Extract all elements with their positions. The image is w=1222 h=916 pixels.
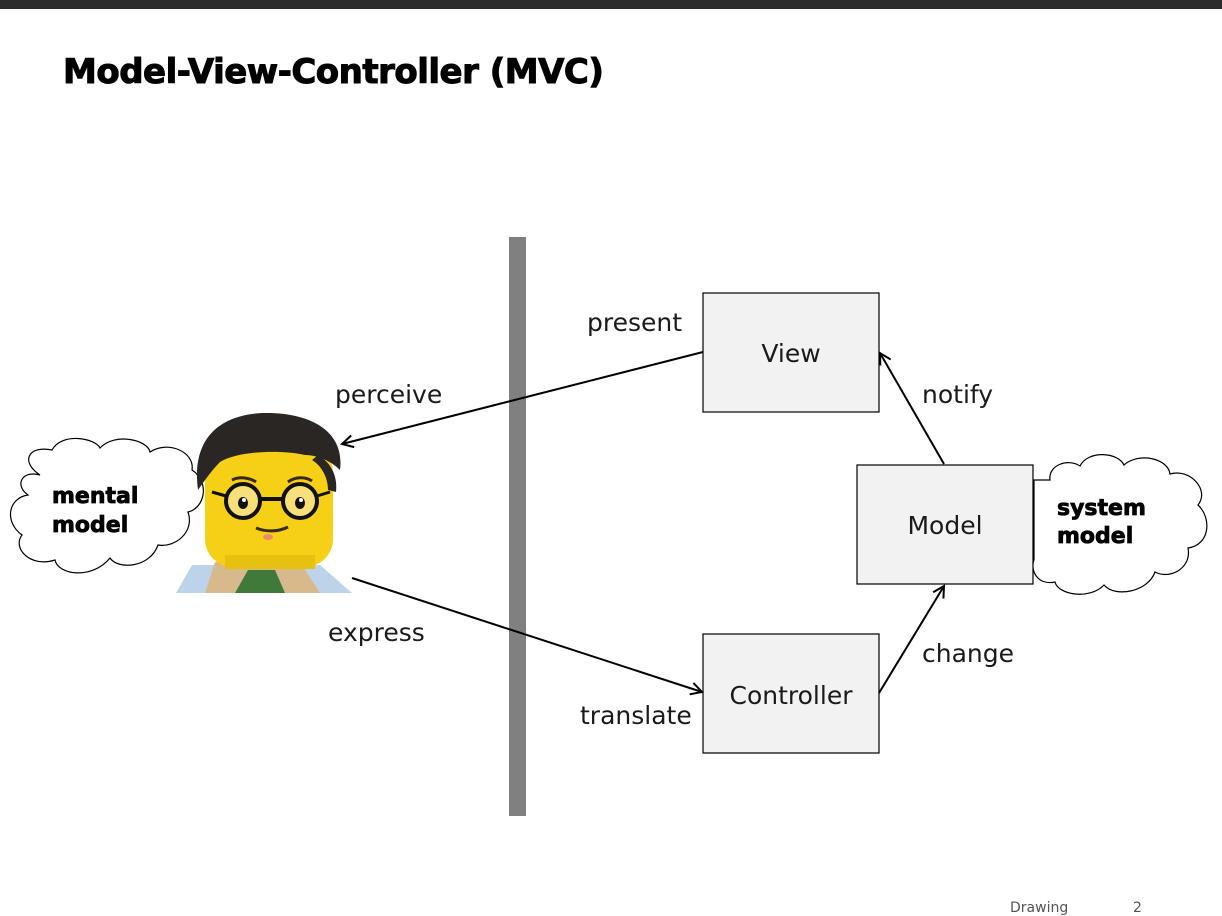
footer-page-number: 2 bbox=[1133, 900, 1142, 916]
system-model-label-line2: model bbox=[1057, 524, 1133, 549]
notify-arrow bbox=[880, 353, 945, 465]
notify-label: notify bbox=[922, 380, 993, 409]
system-model-cloud: system model bbox=[1032, 454, 1208, 595]
change-arrow bbox=[878, 586, 944, 694]
interface-divider bbox=[509, 237, 526, 816]
slide-title: Model-View-Controller (MVC) bbox=[62, 52, 604, 93]
model-box-label: Model bbox=[907, 511, 982, 540]
controller-box: Controller bbox=[702, 633, 880, 754]
mental-model-cloud: mental model bbox=[9, 437, 204, 574]
mental-model-label-line2: model bbox=[52, 513, 128, 538]
view-box-label: View bbox=[761, 339, 820, 368]
present-perceive-arrow bbox=[342, 351, 704, 444]
footer-section-label: Drawing bbox=[1010, 900, 1069, 916]
mental-model-label-line1: mental bbox=[52, 484, 138, 509]
perceive-label: perceive bbox=[335, 380, 442, 409]
view-box: View bbox=[702, 292, 880, 413]
system-model-label-line1: system bbox=[1057, 496, 1146, 521]
express-label: express bbox=[328, 618, 425, 647]
change-label: change bbox=[922, 639, 1014, 668]
model-box: Model bbox=[856, 464, 1034, 585]
translate-label: translate bbox=[580, 701, 692, 730]
top-bar bbox=[0, 0, 1222, 9]
present-label: present bbox=[587, 308, 682, 337]
controller-box-label: Controller bbox=[730, 681, 854, 710]
lego-minifigure-icon bbox=[176, 412, 352, 593]
express-translate-arrow bbox=[351, 577, 702, 692]
